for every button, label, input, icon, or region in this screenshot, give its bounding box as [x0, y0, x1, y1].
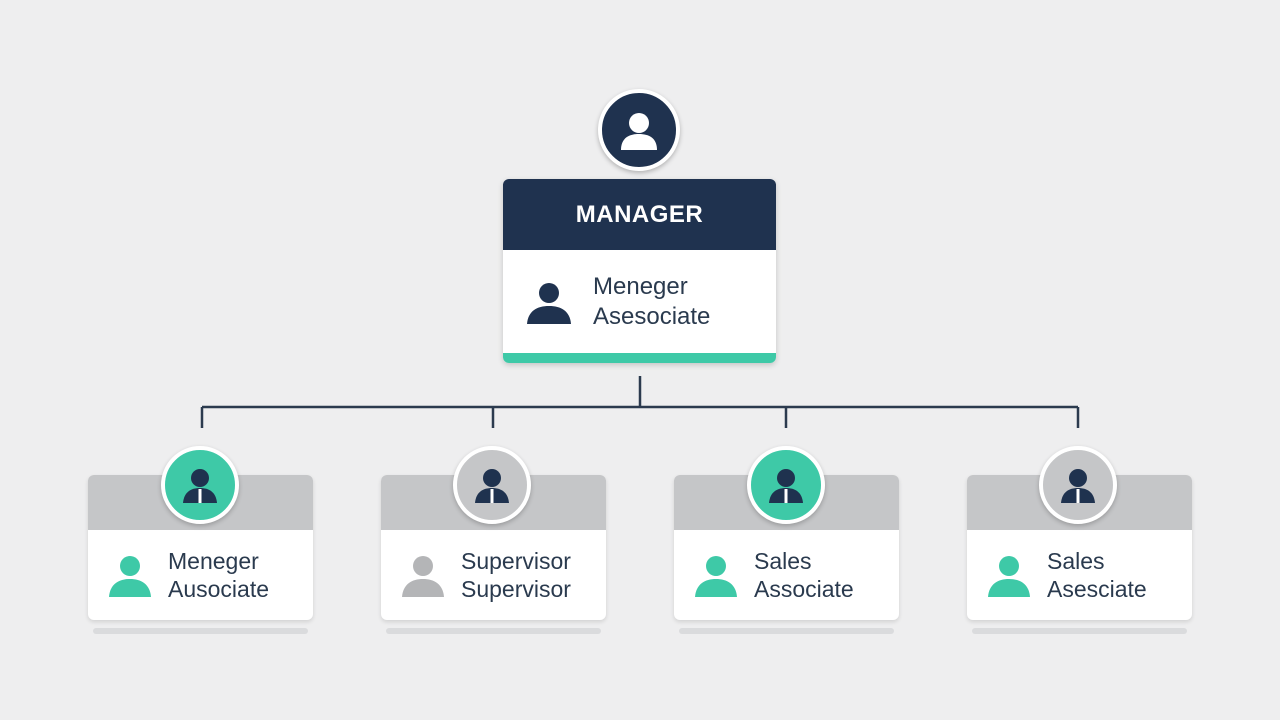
child-avatar-1[interactable]	[161, 446, 239, 524]
child-label: Supervisor Supervisor	[461, 547, 571, 603]
child-label: Sales Associate	[754, 547, 854, 603]
person-icon	[695, 556, 737, 597]
person-icon	[109, 556, 151, 597]
card-shadow	[93, 628, 308, 634]
child-label-line2: Associate	[754, 576, 854, 602]
child-label-line1: Sales	[1047, 548, 1105, 574]
child-label-line1: Sales	[754, 548, 812, 574]
manager-header-label: MANAGER	[575, 200, 704, 228]
child-label-line2: Asesciate	[1047, 576, 1147, 602]
child-card-body: Sales Associate	[674, 530, 899, 620]
person-tie-icon	[769, 469, 803, 503]
person-icon	[527, 282, 571, 324]
manager-avatar[interactable]	[598, 89, 680, 171]
child-label: Meneger Ausociate	[168, 547, 269, 603]
card-shadow	[679, 628, 894, 634]
manager-name: Meneger Asesociate	[593, 272, 710, 332]
manager-header: MANAGER	[503, 179, 776, 250]
child-label-line2: Ausociate	[168, 576, 270, 602]
manager-body: Meneger Asesociate	[503, 250, 776, 353]
person-tie-icon	[1061, 469, 1095, 503]
manager-name-line1: Meneger	[593, 272, 688, 300]
manager-accent-bar	[503, 353, 776, 363]
person-icon	[402, 556, 444, 597]
manager-name-line2: Asesociate	[593, 302, 711, 330]
person-tie-icon	[475, 469, 509, 503]
child-avatar-2[interactable]	[453, 446, 531, 524]
person-tie-icon	[183, 469, 217, 503]
child-card-body: Supervisor Supervisor	[381, 530, 606, 620]
card-shadow	[386, 628, 601, 634]
child-label-line2: Supervisor	[461, 576, 571, 602]
child-card-body: Meneger Ausociate	[88, 530, 313, 620]
child-avatar-3[interactable]	[747, 446, 825, 524]
child-label-line1: Meneger	[168, 548, 259, 574]
child-label: Sales Asesciate	[1047, 547, 1147, 603]
person-icon	[621, 113, 657, 150]
child-label-line1: Supervisor	[461, 548, 571, 574]
child-card-body: Sales Asesciate	[967, 530, 1192, 620]
card-shadow	[972, 628, 1187, 634]
manager-card[interactable]: MANAGER Meneger Asesociate	[503, 179, 776, 363]
child-avatar-4[interactable]	[1039, 446, 1117, 524]
person-icon	[988, 556, 1030, 597]
